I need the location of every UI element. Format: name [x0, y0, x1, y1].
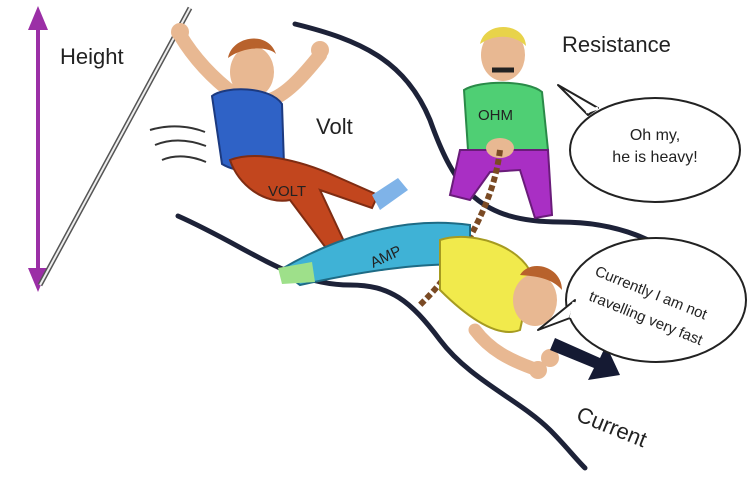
ohm-speech-bubble: Oh my, he is heavy! [557, 82, 741, 203]
height-slope-pole [37, 6, 193, 287]
amp-character: AMP [278, 221, 562, 379]
volt-character: VOLT [149, 23, 408, 270]
ohm-body-label: OHM [478, 107, 513, 124]
resistance-label: Resistance [562, 32, 671, 57]
volt-body-label: VOLT [268, 183, 306, 200]
current-label: Current [573, 401, 650, 452]
volt-label: Volt [316, 114, 353, 139]
ohm-bubble-line-2: he is heavy! [612, 149, 697, 166]
height-arrow [28, 6, 48, 292]
ohm-character: OHM [448, 26, 554, 220]
current-direction-arrow [550, 338, 620, 380]
ohm-bubble-line-1: Oh my, [630, 127, 680, 144]
amp-speech-bubble: Currently I am not travelling very fast [537, 237, 747, 363]
height-label: Height [60, 44, 124, 69]
